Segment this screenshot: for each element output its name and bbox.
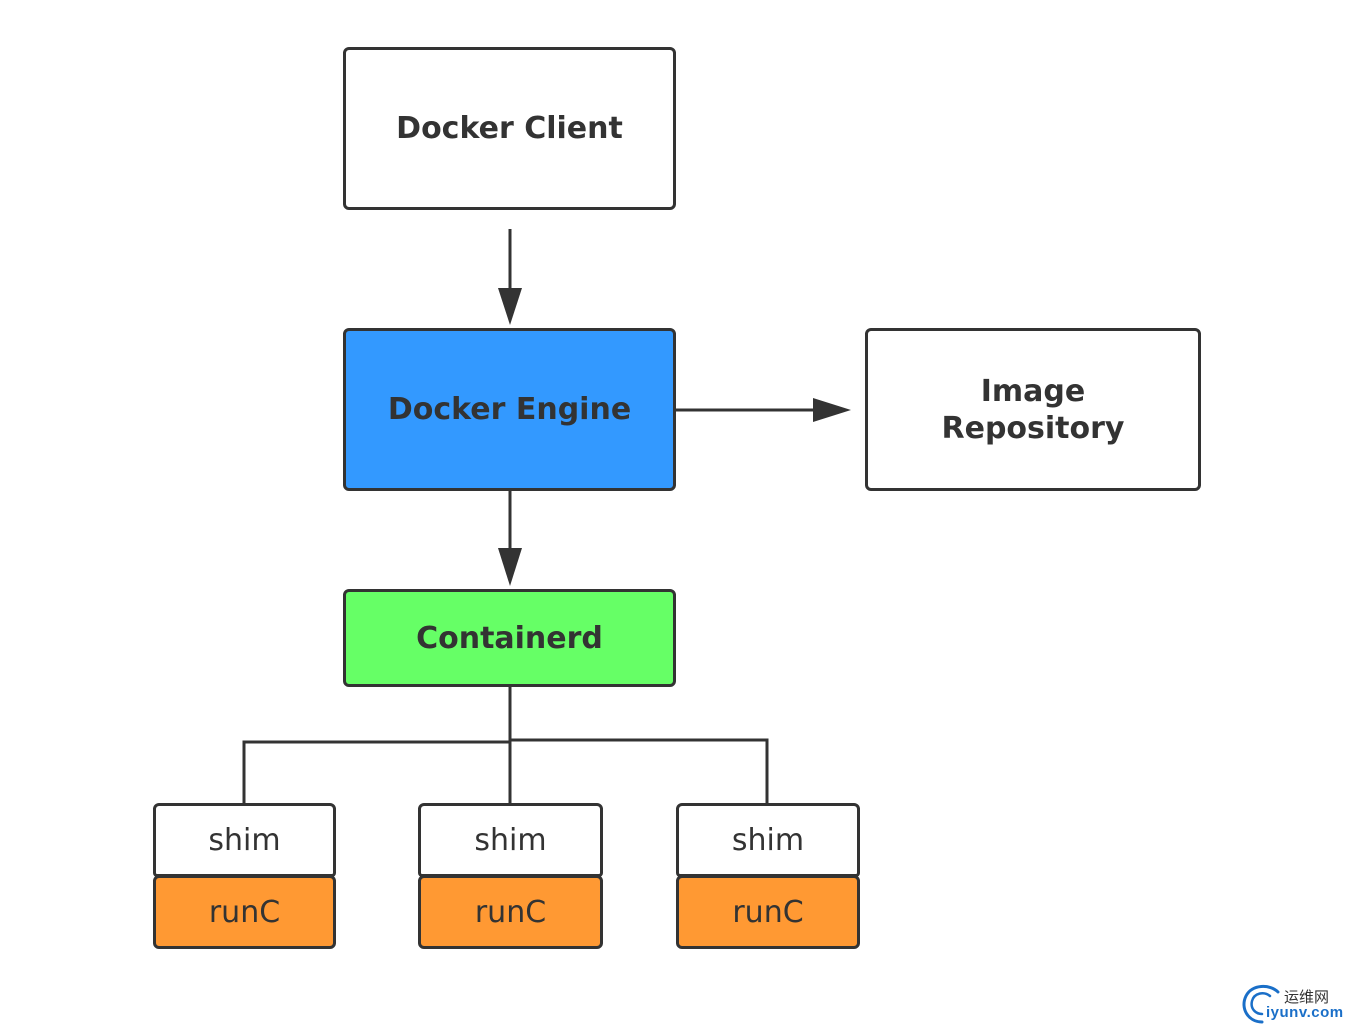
docker-engine-node: Docker Engine bbox=[343, 328, 676, 491]
arrowhead-engine-to-containerd bbox=[498, 548, 522, 586]
shim-label-2: shim bbox=[474, 822, 547, 858]
runc-node-1: runC bbox=[153, 875, 336, 949]
runc-label-1: runC bbox=[208, 894, 281, 930]
runc-node-3: runC bbox=[676, 875, 860, 949]
shim-node-1: shim bbox=[153, 803, 336, 877]
image-repository-node: Image Repository bbox=[865, 328, 1201, 491]
runc-label-2: runC bbox=[474, 894, 547, 930]
shim-label-3: shim bbox=[731, 822, 805, 858]
image-repository-label-line1: Image bbox=[980, 373, 1086, 409]
watermark-url-text: iyunv.com bbox=[1266, 1004, 1344, 1021]
docker-engine-label: Docker Engine bbox=[387, 392, 632, 427]
image-repository-label-line2: Repository bbox=[941, 410, 1125, 446]
containerd-label: Containerd bbox=[416, 620, 603, 656]
runc-node-2: runC bbox=[418, 875, 603, 949]
docker-client-label: Docker Client bbox=[396, 111, 623, 146]
shim-node-3: shim bbox=[676, 803, 860, 877]
runc-label-3: runC bbox=[732, 894, 804, 930]
arrowhead-client-to-engine bbox=[498, 288, 522, 325]
connector-containerd-to-shim-1 bbox=[242, 687, 512, 803]
watermark-cn-text: 运维网 bbox=[1284, 988, 1330, 1006]
swirl-logo-icon bbox=[1242, 985, 1280, 1024]
arrowhead-engine-to-repository bbox=[813, 398, 851, 422]
watermark: 运维网 iyunv.com bbox=[1240, 982, 1344, 1026]
shim-node-2: shim bbox=[418, 803, 603, 877]
connector-containerd-to-shim-3 bbox=[510, 738, 769, 803]
shim-label-1: shim bbox=[208, 822, 281, 858]
docker-client-node: Docker Client bbox=[343, 47, 676, 210]
containerd-node: Containerd bbox=[343, 589, 676, 687]
